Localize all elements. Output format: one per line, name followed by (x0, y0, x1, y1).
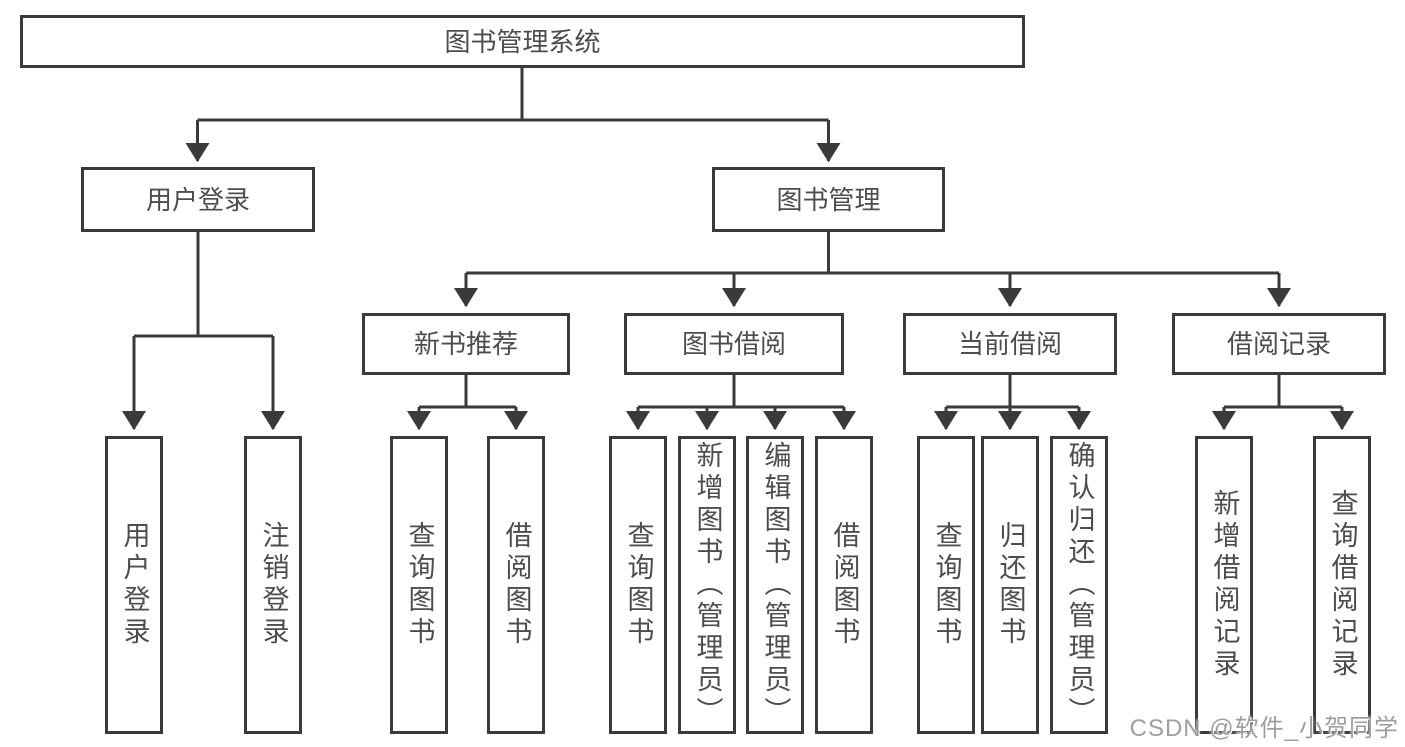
leaf-edit-book-admin: 编辑图书（管理员） (746, 436, 804, 734)
leaf-borrow-books-recommend: 借阅图书 (487, 436, 545, 734)
leaf-return-books: 归还图书 (981, 436, 1039, 734)
watermark: CSDN @软件_小贺同学 (1129, 715, 1399, 742)
leaf-query-books-recommend: 查询图书 (390, 436, 448, 734)
leaf-add-book-admin: 新增图书（管理员） (678, 436, 736, 734)
leaf-borrow-books: 借阅图书 (815, 436, 873, 734)
node-book-borrow: 图书借阅 (624, 313, 844, 375)
leaf-logout: 注销登录 (244, 436, 302, 734)
node-book-management: 图书管理 (712, 167, 945, 232)
node-borrow-records: 借阅记录 (1172, 313, 1386, 375)
leaf-user-login: 用户登录 (105, 436, 163, 734)
leaf-add-borrow-record: 新增借阅记录 (1195, 436, 1253, 734)
leaf-query-books-current: 查询图书 (917, 436, 975, 734)
node-new-book-recommend: 新书推荐 (362, 313, 570, 375)
leaf-query-borrow-record: 查询借阅记录 (1313, 436, 1371, 734)
leaf-query-books-borrow: 查询图书 (609, 436, 667, 734)
leaf-confirm-return-admin: 确认归还（管理员） (1050, 436, 1108, 734)
node-user-login: 用户登录 (81, 167, 315, 232)
node-current-borrow: 当前借阅 (903, 313, 1117, 375)
node-root: 图书管理系统 (20, 15, 1025, 68)
